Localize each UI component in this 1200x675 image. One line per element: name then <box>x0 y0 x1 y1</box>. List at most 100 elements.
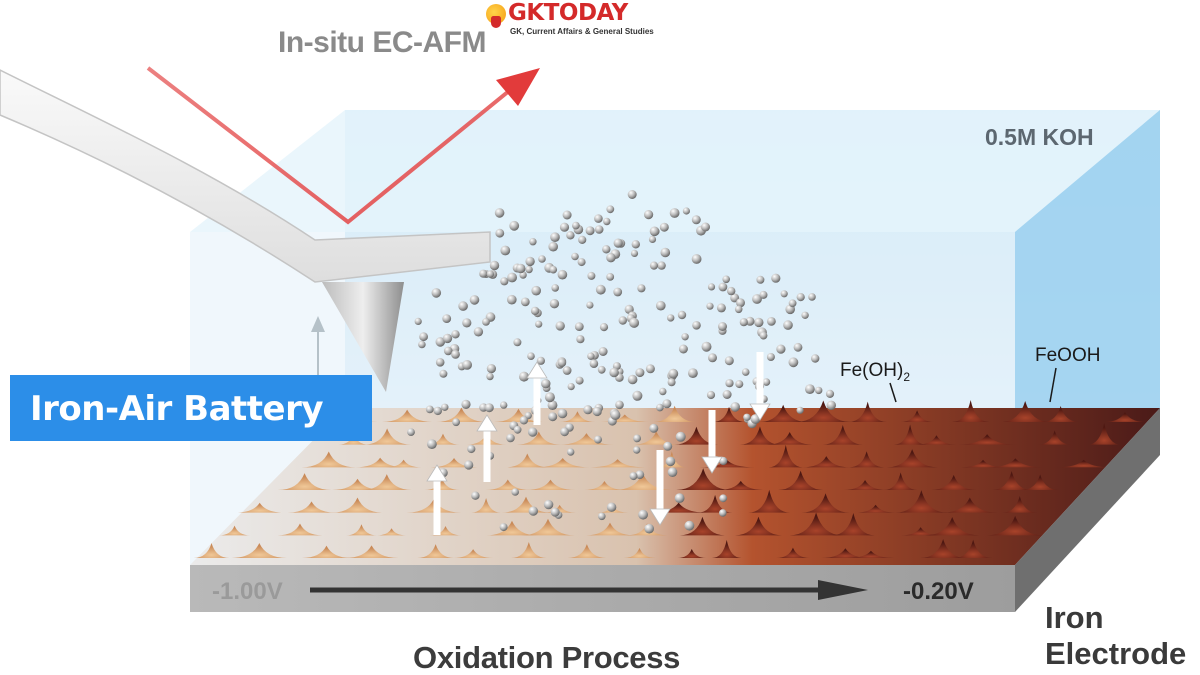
logo-figure-icon <box>486 4 506 28</box>
surface-peak <box>883 472 918 490</box>
ion-particle <box>811 354 820 363</box>
surface-peak <box>951 400 990 422</box>
surface-peak <box>583 481 625 490</box>
ion-particle <box>724 356 734 366</box>
ion-particle <box>656 403 664 412</box>
ion-particle <box>435 358 445 367</box>
surface-peak <box>277 523 323 536</box>
ion-particle <box>657 261 666 270</box>
ion-particle <box>691 215 701 225</box>
laser-arrow-head <box>496 68 540 106</box>
ion-particle <box>482 318 490 326</box>
ion-particle <box>442 333 453 344</box>
feoh2-label: Fe(OH)2 <box>840 360 910 384</box>
ion-particle <box>645 364 655 374</box>
surface-peak <box>776 547 810 558</box>
ion-particle <box>507 294 517 305</box>
ion-particle <box>805 384 815 394</box>
ion-particle <box>656 300 666 311</box>
ion-particle <box>618 316 627 325</box>
ion-particle <box>427 439 437 449</box>
ion-particle <box>506 433 515 443</box>
ion-particle <box>559 222 570 232</box>
gktoday-logo[interactable]: GKTODAY GK, Current Affairs & General St… <box>486 0 658 42</box>
ion-particle <box>660 247 671 258</box>
ion-particle <box>461 399 471 409</box>
topic-banner: Iron-Air Battery <box>10 375 372 441</box>
ion-particle <box>458 301 468 311</box>
ion-particle <box>467 444 476 454</box>
ion-particle <box>549 299 560 309</box>
potential-arrow-head <box>818 580 868 600</box>
surface-peak <box>822 424 863 445</box>
surface-peak <box>677 548 707 558</box>
ion-particle <box>701 222 710 232</box>
surface-peak <box>679 516 725 536</box>
ion-particle <box>722 275 730 284</box>
ion-particle <box>632 390 643 401</box>
ion-particle <box>414 317 422 325</box>
ion-particle <box>528 506 538 516</box>
surface-peak <box>768 444 803 468</box>
ion-particle <box>776 344 786 354</box>
surface-peak <box>486 520 538 536</box>
ion-particle <box>602 245 611 254</box>
voltage-end-label: -0.20V <box>903 578 974 605</box>
surface-peak <box>894 424 927 445</box>
ion-particle <box>513 338 522 347</box>
surface-peak <box>758 404 808 422</box>
ion-particle <box>692 321 701 330</box>
ion-particle <box>576 335 585 344</box>
surface-peak <box>900 410 934 422</box>
ion-particle <box>644 210 654 220</box>
ion-particle <box>649 226 660 237</box>
feoh2-subscript: 2 <box>903 369 911 384</box>
ion-particle <box>407 428 415 436</box>
electrode-label: Iron Electrode <box>1045 600 1186 672</box>
ion-particle <box>606 502 617 512</box>
ion-particle <box>520 297 530 307</box>
surface-peak <box>382 409 433 422</box>
ion-particle <box>681 333 689 341</box>
afm-tip <box>322 282 404 392</box>
ion-particle <box>633 434 641 443</box>
ion-particle <box>743 413 751 421</box>
species-leader-line <box>889 382 897 403</box>
ion-particle <box>562 366 572 375</box>
ion-particle <box>759 331 768 340</box>
ion-particle <box>513 425 522 434</box>
logo-wordmark: GKTODAY <box>508 0 628 26</box>
surface-peak <box>354 457 406 468</box>
ion-particle <box>592 406 602 417</box>
ion-particle <box>425 405 434 414</box>
ion-particle <box>756 275 765 284</box>
ion-particle <box>637 284 646 293</box>
ion-particle <box>557 269 568 280</box>
surface-peak <box>795 400 851 422</box>
surface-peak <box>559 411 596 422</box>
flux-arrow-head <box>426 464 448 482</box>
ion-particle <box>473 327 484 337</box>
ion-particle <box>548 412 558 422</box>
ion-particle <box>550 232 560 242</box>
ion-particle <box>716 303 726 313</box>
surface-peak <box>801 493 850 513</box>
surface-peak <box>1038 430 1072 445</box>
surface-peak <box>901 527 941 536</box>
ion-particle <box>479 269 488 278</box>
ion-particle <box>442 314 452 323</box>
ion-particle <box>627 374 638 385</box>
ion-particle <box>543 499 554 510</box>
ion-particle <box>762 378 771 386</box>
surface-peak <box>516 431 561 445</box>
ion-particle <box>606 205 615 214</box>
ion-particle <box>629 472 638 481</box>
ion-particle <box>610 410 621 420</box>
ion-particle <box>808 293 816 301</box>
ion-particle <box>489 260 500 271</box>
ion-particle <box>739 318 748 327</box>
surface-peak <box>676 468 731 490</box>
ion-particle <box>525 256 535 267</box>
